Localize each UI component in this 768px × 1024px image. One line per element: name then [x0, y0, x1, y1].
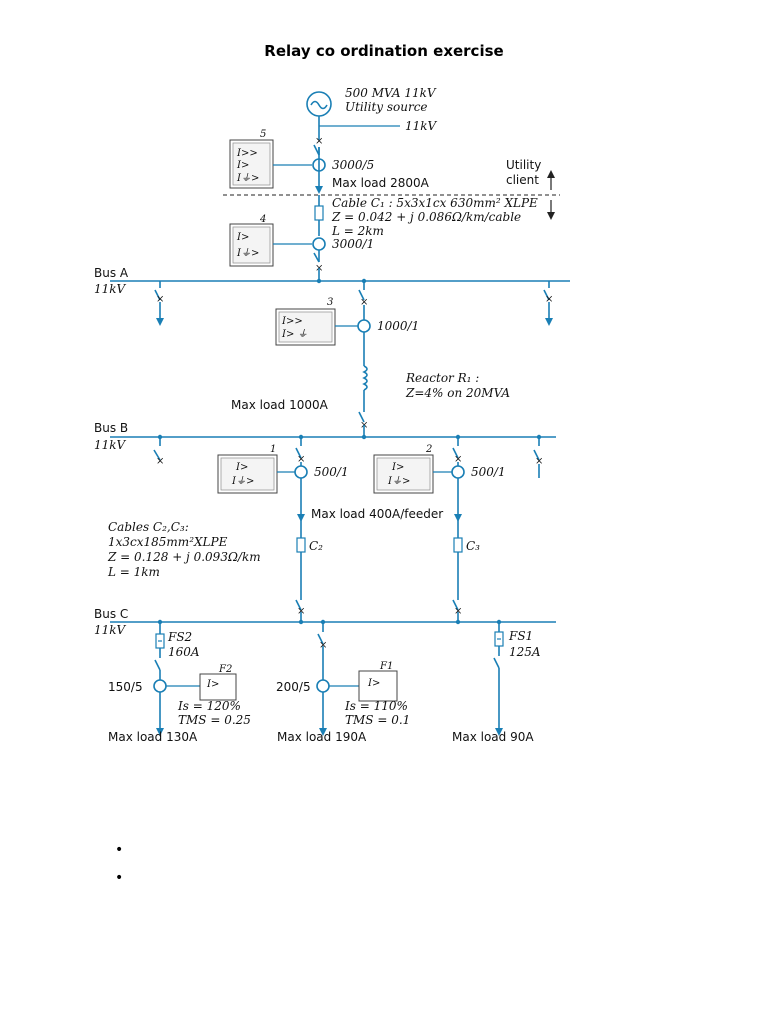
page-title: Relay co ordination exercise: [264, 42, 504, 60]
relay-5-number: 5: [260, 129, 266, 140]
bus-b-voltage: 11kV: [94, 438, 127, 452]
relay-5: 5 I>> I> I⏚>: [229, 129, 274, 189]
svg-text:L = 1km: L = 1km: [107, 565, 160, 579]
f1-tms: TMS = 0.1: [345, 713, 410, 727]
max-load-130: Max load 130A: [108, 730, 198, 744]
ct-500-1-c2: [294, 465, 308, 479]
ct-500-1-c3: [451, 465, 465, 479]
ct-f1-ratio: 200/5: [276, 680, 311, 694]
svg-text:Z = 0.128 + j 0.093Ω/km: Z = 0.128 + j 0.093Ω/km: [107, 550, 261, 564]
svg-text:×: ×: [360, 297, 368, 308]
relay-f2: F2 I>: [199, 664, 237, 701]
ct-1000-1: [357, 319, 371, 333]
fs1-name: FS1: [508, 629, 533, 643]
bullet-item-1: •: [115, 842, 128, 858]
bullet-item-2: •: [115, 870, 128, 886]
cable-c1-spec: Cable C₁ : 5x3x1cx 630mm² XLPE: [332, 196, 538, 210]
svg-text:I> ⏚: I> ⏚: [281, 329, 308, 340]
svg-text:4: 4: [259, 214, 266, 225]
max-load-1000: Max load 1000A: [231, 398, 329, 412]
fs2-rating: 160A: [168, 645, 200, 659]
svg-text:I>>: I>>: [236, 148, 258, 159]
reactor-impedance: Z=4% on 20MVA: [405, 386, 510, 400]
fs1-rating: 125A: [509, 645, 541, 659]
svg-text:2: 2: [425, 444, 432, 455]
svg-text:I>>: I>>: [281, 316, 303, 327]
source-voltage: 11kV: [405, 119, 438, 133]
svg-text:F2: F2: [218, 664, 232, 675]
svg-text:×: ×: [319, 640, 327, 651]
fs2-name: FS2: [167, 630, 192, 644]
cable-c3-symbol: [453, 537, 463, 553]
f1-setting: Is = 110%: [344, 699, 408, 713]
svg-text:I>: I>: [391, 462, 404, 473]
client-label: client: [506, 173, 539, 187]
svg-text:×: ×: [156, 456, 164, 467]
f2-tms: TMS = 0.25: [178, 713, 251, 727]
cable-c1-impedance: Z = 0.042 + j 0.086Ω/km/cable: [331, 210, 521, 224]
relay-4: 4 I> I⏚>: [229, 214, 274, 267]
svg-text:F1: F1: [379, 661, 393, 672]
ct-4-ratio: 3000/1: [332, 237, 374, 251]
svg-text:I⏚>: I⏚>: [387, 476, 410, 487]
svg-text:×: ×: [297, 454, 305, 465]
ct-3-ratio: 1000/1: [377, 319, 419, 333]
relay-f1: F1 I>: [358, 661, 398, 702]
svg-text:×: ×: [156, 294, 164, 305]
ct-3000-1: [312, 237, 326, 251]
cable-c1-symbol: [314, 205, 324, 221]
svg-text:I⏚>: I⏚>: [236, 248, 259, 259]
utility-label: Utility: [506, 158, 541, 172]
cable-c2-label: C₂: [309, 539, 323, 553]
utility-source: 500 MVA 11kV Utility source: [306, 86, 437, 117]
source-rating: 500 MVA 11kV: [345, 86, 437, 100]
svg-text:Cables C₂,C₃:: Cables C₂,C₃:: [108, 520, 189, 534]
bus-a-voltage: 11kV: [94, 282, 127, 296]
svg-text:I⏚>: I⏚>: [231, 476, 254, 487]
svg-text:×: ×: [297, 606, 305, 617]
ct-5-ratio: 3000/5: [332, 158, 374, 172]
bus-c-name: Bus C: [94, 607, 128, 621]
relay-1: 1 I> I⏚>: [217, 444, 278, 494]
relay-2: 2 I> I⏚>: [373, 444, 434, 494]
bus-c-voltage: 11kV: [94, 623, 127, 637]
svg-text:×: ×: [454, 454, 462, 465]
svg-text:I⏚>: I⏚>: [236, 173, 259, 184]
svg-text:3: 3: [327, 297, 333, 308]
max-load-2800: Max load 2800A: [332, 176, 430, 190]
svg-text:×: ×: [315, 136, 323, 147]
max-load-90: Max load 90A: [452, 730, 534, 744]
cable-c2-symbol: [296, 537, 306, 553]
svg-text:×: ×: [454, 606, 462, 617]
svg-text:I>: I>: [236, 160, 249, 171]
cable-c3-label: C₃: [466, 539, 480, 553]
ct-200-5: [316, 679, 330, 693]
svg-text:I>: I>: [236, 232, 249, 243]
ct-1-ratio: 500/1: [314, 465, 349, 479]
svg-text:×: ×: [535, 456, 543, 467]
relay-3: 3 I>> I> ⏚: [275, 297, 336, 346]
cable-c1-length: L = 2km: [331, 224, 384, 238]
breaker-4: [313, 252, 320, 263]
source-name: Utility source: [345, 100, 428, 114]
svg-text:1x3cx185mm²XLPE: 1x3cx185mm²XLPE: [108, 535, 228, 549]
ct-f2-ratio: 150/5: [108, 680, 143, 694]
bus-a-name: Bus A: [94, 266, 129, 280]
ct-150-5: [153, 679, 167, 693]
svg-text:1: 1: [270, 444, 276, 455]
svg-text:×: ×: [545, 294, 553, 305]
f2-setting: Is = 120%: [177, 699, 241, 713]
reactor-r1: [362, 365, 368, 391]
svg-text:I>: I>: [235, 462, 248, 473]
svg-text:I>: I>: [367, 678, 380, 689]
ct-2-ratio: 500/1: [471, 465, 506, 479]
max-load-feeder: Max load 400A/feeder: [311, 507, 443, 521]
reactor-name: Reactor R₁ :: [405, 371, 479, 385]
cables-c2-c3-spec: Cables C₂,C₃: 1x3cx185mm²XLPE Z = 0.128 …: [107, 520, 261, 579]
bus-b-name: Bus B: [94, 421, 128, 435]
max-load-190: Max load 190A: [277, 730, 367, 744]
svg-text:I>: I>: [206, 679, 219, 690]
